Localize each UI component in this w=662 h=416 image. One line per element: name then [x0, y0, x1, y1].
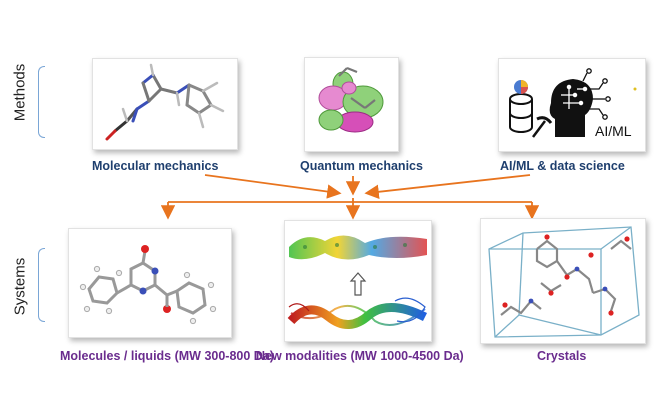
system-caption-new-modalities: New modalities (MW 1000-4500 Da) [256, 349, 464, 363]
quantum-mechanics-image [304, 57, 399, 152]
system-caption-molecules-liquids: Molecules / liquids (MW 300-800 Da) [60, 349, 274, 363]
method-caption-ai-ml: AI/ML & data science [500, 159, 625, 173]
system-caption-crystals: Crystals [537, 349, 587, 363]
ai-ml-image: AI/ML [498, 58, 646, 152]
method-caption-molecular-mechanics: Molecular mechanics [92, 159, 219, 173]
crystals-image [480, 218, 646, 344]
molecular-mechanics-image [92, 58, 238, 150]
new-modalities-image [284, 220, 432, 342]
methods-bracket [38, 66, 45, 138]
method-caption-quantum-mechanics: Quantum mechanics [300, 159, 423, 173]
systems-bracket [38, 248, 45, 322]
ai-ml-icon-text: AI/ML [595, 123, 632, 139]
molecules-liquids-image [68, 228, 232, 338]
